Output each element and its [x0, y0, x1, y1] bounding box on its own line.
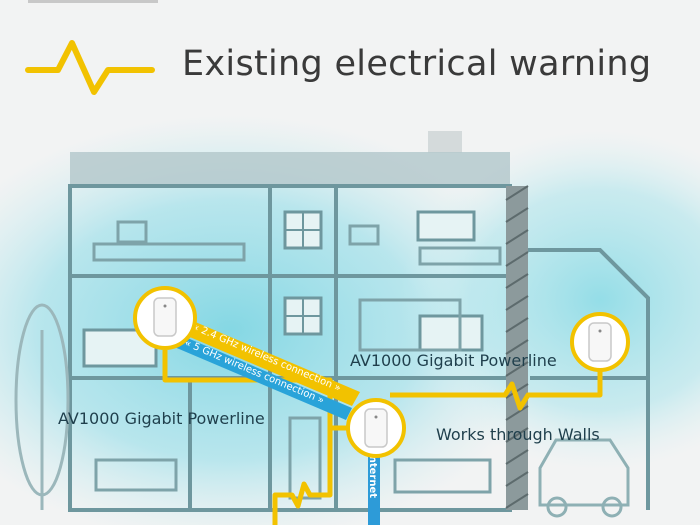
wifi-band-24ghz [178, 318, 360, 406]
powerline-label-left: AV1000 Gigabit Powerline [58, 409, 265, 428]
walls-label: Works through Walls [436, 425, 600, 444]
chimney [428, 131, 462, 153]
car [538, 438, 630, 518]
furniture [92, 220, 502, 500]
powerline-device-center [346, 398, 406, 458]
top-edge-bar [28, 0, 158, 3]
window-panes [285, 212, 321, 334]
wifi-band-5ghz [172, 334, 352, 420]
powerline-device-right [570, 312, 630, 372]
powerline-device-left [133, 286, 197, 350]
signal-glow-left [0, 115, 550, 525]
roof [70, 152, 510, 186]
powerline-label-right: AV1000 Gigabit Powerline [350, 351, 557, 370]
internet-cable-label: Internet [367, 452, 378, 498]
legend-title: Existing electrical warning [182, 44, 652, 84]
electrical-warning-icon [25, 40, 155, 95]
